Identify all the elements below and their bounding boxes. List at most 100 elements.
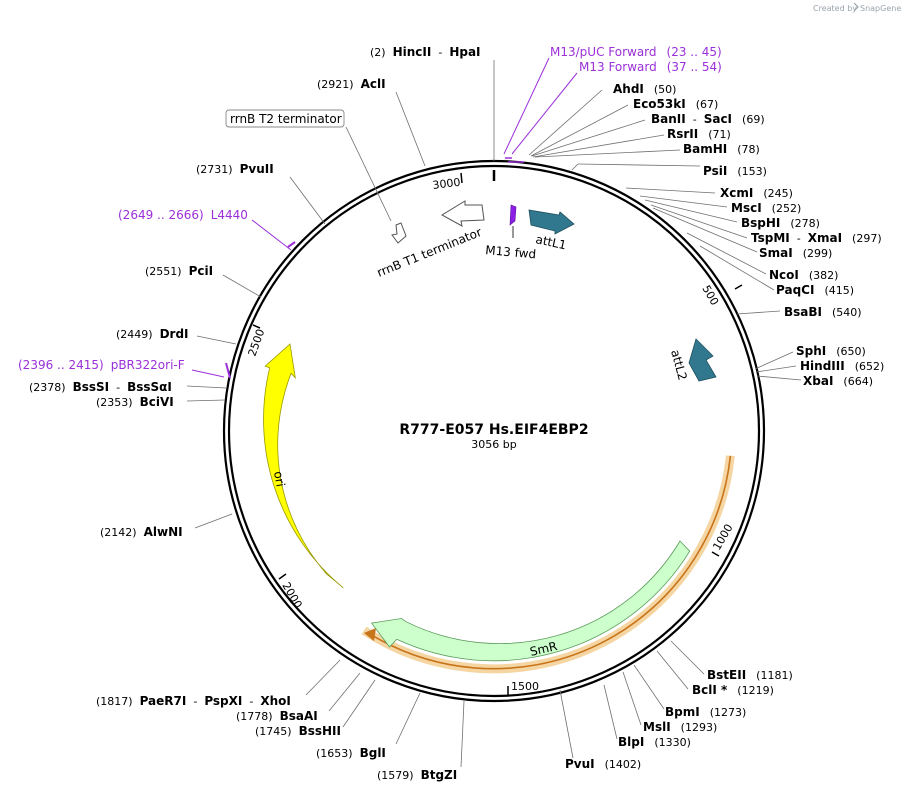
label-part: PspXI (204, 694, 242, 708)
label-part: (1273) (710, 706, 747, 719)
label-part: XbaI (803, 374, 833, 388)
label-part: (1745) (255, 725, 292, 738)
site-label-acli: (2921) AclI (317, 77, 386, 91)
smr-label: SmR (529, 639, 559, 659)
site-label-smai: SmaI(299) (759, 246, 832, 260)
label-part: (252) (772, 202, 802, 215)
label-part: (278) (790, 217, 820, 230)
smr-feature[interactable] (370, 540, 691, 662)
label-part: BamHI (683, 142, 727, 156)
label-part: PvuI (565, 757, 595, 771)
label-part: (1330) (654, 736, 691, 749)
plasmid-name: R777-E057 Hs.EIF4EBP2 (399, 422, 588, 438)
label-part: BssSαI (127, 380, 172, 394)
site-label-hindiii: HindIII (652) (800, 359, 884, 373)
site-label-bsaai: (1778)BsaAI (236, 709, 318, 723)
label-part: AlwNI (144, 525, 183, 539)
ori-feature[interactable] (263, 343, 344, 589)
label-part: (245) (763, 187, 793, 200)
label-part: - (693, 113, 697, 126)
label-part: (2) (370, 46, 386, 59)
label-part: PaeR7I (140, 694, 187, 708)
label-part: (67) (696, 98, 719, 111)
label-part: BtgZI (421, 768, 458, 782)
site-label-bsphi: BspHI(278) (741, 216, 820, 230)
label-part: (1653) (316, 747, 353, 760)
label-part: AclI (361, 77, 386, 91)
label-part: SacI (704, 112, 732, 126)
label-part: (69) (742, 113, 765, 126)
primer-label-l4440: (2649 .. 2666) L4440 (118, 208, 248, 222)
scale-tick-1500: 1500 (507, 680, 539, 696)
site-label-sphi: SphI(650) (796, 344, 866, 358)
site-leaders (186, 60, 802, 768)
label-part: PciI (189, 264, 214, 278)
rrnb-t2-leader (345, 126, 392, 222)
label-part: BpmI (665, 705, 700, 719)
label-part: (2142) (100, 526, 137, 539)
label-part: - (193, 695, 197, 708)
label-part: BclI * (692, 683, 728, 697)
rrnb-t1-feature[interactable] (441, 200, 485, 227)
site-label-bsssi-bsssai: (2378)BssSI-BssSαI (29, 380, 172, 394)
m13-fwd-feature[interactable] (509, 204, 517, 226)
label-part: HindIII (800, 359, 845, 373)
label-part: AhdI (613, 82, 644, 96)
site-label-btgzi: (1579)BtgZI (377, 768, 457, 782)
label-part: (652) (855, 360, 885, 373)
label-part: L4440 (211, 208, 248, 222)
site-label-xcmi: XcmI(245) (720, 186, 793, 200)
tick-label-1500: 1500 (511, 680, 539, 693)
scale-tick-3000: 3000 (432, 172, 463, 192)
label-part: (2353) (96, 396, 133, 409)
m13-fwd-primer-leader (511, 72, 578, 155)
tick-label-500: 500 (699, 283, 721, 308)
site-label-bsabi: BsaBI(540) (784, 305, 862, 319)
site-label-pvui: PvuI (1402) (565, 757, 641, 771)
site-label-paqci: PaqCI(415) (776, 283, 854, 297)
site-label-bsteii: BstEII(1181) (707, 668, 793, 682)
m13-puc-fwd-leader (503, 57, 550, 155)
rrnb-t2-feature[interactable] (391, 222, 407, 244)
site-label-banii-saci: BanII-SacI(69) (651, 112, 765, 126)
label-part: (2649 .. 2666) (118, 208, 204, 222)
label-part: M13/pUC Forward (550, 45, 657, 59)
label-part: M13 Forward (579, 60, 657, 74)
attl2-label: attL2 (668, 348, 690, 382)
label-part: (382) (809, 269, 839, 282)
label-part: HpaI (449, 45, 480, 59)
label-part: HincII (393, 45, 432, 59)
label-part: - (116, 381, 120, 394)
site-label-hincii-hpai: (2)HincII-HpaI (370, 45, 481, 59)
label-part: DrdI (160, 327, 189, 341)
site-label-msli: MslI(1293) (643, 720, 717, 734)
label-part: (1402) (605, 758, 642, 771)
site-label-psii: PsiI(153) (703, 164, 767, 178)
site-label-rsrii: RsrII(71) (667, 127, 731, 141)
attl1-label: attL1 (534, 232, 567, 252)
site-label-msci: MscI(252) (731, 201, 801, 215)
label-part: (650) (836, 345, 866, 358)
site-label-bgli: (1653)BglI (316, 746, 386, 760)
label-part: BlpI (618, 735, 644, 749)
label-part: (540) (832, 306, 862, 319)
label-part: (78) (737, 143, 760, 156)
label-part: TspMI (751, 231, 790, 245)
label-part: (50) (654, 83, 677, 96)
label-part: MslI (643, 720, 671, 734)
attl1-feature[interactable] (528, 209, 575, 235)
site-label-bamhi: BamHI (78) (683, 142, 760, 156)
site-label-ncoi: NcoI(382) (769, 268, 838, 282)
label-part: (2921) (317, 78, 354, 91)
site-label-paer7i-pspxi-xhoi: (1817)PaeR7I-PspXI-XhoI (96, 694, 291, 708)
label-part: XhoI (260, 694, 291, 708)
label-part: (299) (803, 247, 833, 260)
backbone-inner-strand (227, 164, 761, 698)
attl2-feature[interactable] (688, 338, 717, 382)
rrnb-t1-label: rrnB T1 terminator (375, 225, 484, 280)
tick-label-2000: 2000 (279, 580, 304, 611)
site-label-drdi: (2449)DrdI (116, 327, 189, 341)
site-label-bsshii: (1745)BssHII (255, 724, 341, 738)
